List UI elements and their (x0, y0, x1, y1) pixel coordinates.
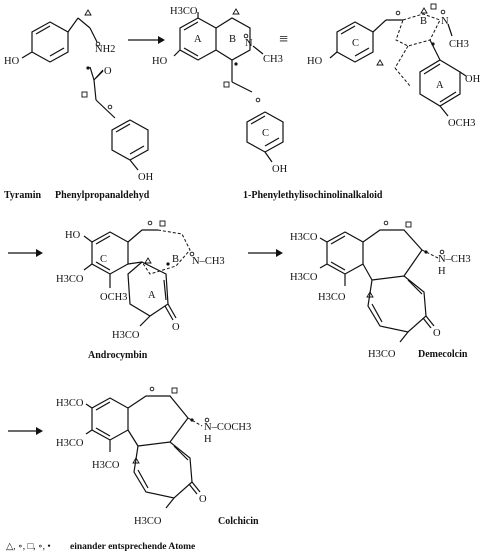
colchicin-hydrogen-label: H (204, 434, 212, 445)
folded-a-methoxy-label: OCH3 (448, 118, 475, 129)
caption-phenylpropanaldehyd: Phenylpropanaldehyd (55, 190, 150, 201)
legend-markers: △, ∘, □, ∘, • (6, 542, 51, 552)
demecolcin-methoxy-1-label: H3CO (290, 232, 318, 243)
androcymbin-ring-b-label: B (172, 254, 179, 265)
folded-n-methyl-label: CH3 (449, 39, 469, 50)
triangle-marker (376, 59, 384, 66)
reaction-arrow-4-head (36, 427, 43, 435)
triangle-marker (84, 9, 92, 16)
folded-hydroxyl-label: HO (307, 56, 323, 67)
reaction-arrow-2-head (36, 249, 43, 257)
square-marker (430, 3, 437, 10)
square-marker (405, 221, 412, 228)
folded-ring-b-label: B (420, 16, 427, 27)
filled-dot-marker (234, 62, 238, 66)
demecolcin-amine-label: N–CH3 (438, 254, 471, 265)
caption-demecolcin: Demecolcin (418, 349, 468, 360)
open-circle-marker (243, 33, 249, 39)
phenylpropanal-structure: O OH (81, 66, 154, 183)
open-circle-marker (147, 220, 153, 226)
square-marker (159, 220, 166, 227)
caption-tyramin: Tyramin (4, 190, 41, 201)
triangle-marker (132, 457, 140, 464)
isoquinoline-hydroxyl-label: HO (152, 56, 168, 67)
demecolcin-hydrogen-label: H (438, 266, 446, 277)
tyramine-amine-label: NH2 (95, 44, 115, 55)
triangle-marker (144, 257, 152, 264)
open-circle-marker (107, 104, 113, 110)
tyramine-hydroxyl-label: HO (4, 56, 20, 67)
folded-nitrogen-label: N (441, 16, 449, 27)
square-marker (171, 387, 178, 394)
demecolcin-methoxy-3-label: H3CO (318, 292, 346, 303)
tyramine-structure: HO NH2 (4, 9, 115, 67)
triangle-marker (420, 7, 428, 14)
isoquinoline-structure: A B N CH3 H3CO HO C OH (152, 6, 288, 175)
square-marker (223, 81, 230, 88)
androcymbin-structure: C HO H3CO OCH3 B N–CH3 A O H3CO (56, 220, 225, 341)
demecolcin-methoxy-4-label: H3CO (368, 349, 396, 360)
androcymbin-hydroxyl-label: HO (65, 230, 81, 241)
folded-ring-c-label: C (352, 38, 359, 49)
androcymbin-methoxy-2-label: OCH3 (100, 292, 127, 303)
open-circle-marker (204, 417, 210, 423)
caption-isoquinoline: 1-Phenylethylisochinolinalkaloid (243, 190, 383, 201)
androcymbin-ketone-label: O (172, 322, 180, 333)
androcymbin-ring-a-label: A (148, 290, 156, 301)
caption-androcymbin: Androcymbin (88, 350, 148, 361)
nitrogen-label: N (245, 38, 253, 49)
aldehyde-oxygen-label: O (104, 66, 112, 77)
filled-dot-marker (86, 66, 90, 70)
open-circle-marker (149, 386, 155, 392)
androcymbin-ring-c-label: C (100, 254, 107, 265)
filled-dot-marker (424, 250, 428, 254)
open-circle-marker (255, 97, 261, 103)
demecolcin-structure: H3CO H3CO H3CO O H3CO N–CH3 H (290, 220, 471, 360)
ring-a-label: A (194, 34, 202, 45)
reaction-arrow-1-head (158, 36, 165, 44)
triangle-marker (366, 291, 374, 298)
equivalence-sign: ≡ (279, 31, 288, 48)
colchicin-ketone-label: O (199, 494, 207, 505)
colchicin-methoxy-3-label: H3CO (92, 460, 120, 471)
colchicin-methoxy-4-label: H3CO (134, 516, 162, 527)
androcymbin-methoxy-3-label: H3CO (112, 330, 140, 341)
androcymbin-amine-label: N–CH3 (192, 256, 225, 267)
folded-ring-a-label: A (436, 80, 444, 91)
open-circle-marker (189, 251, 195, 257)
ring-b-label: B (229, 34, 236, 45)
filled-dot-marker (190, 418, 194, 422)
methoxy-label: H3CO (170, 6, 198, 17)
isoquinoline-c-hydroxyl-label: OH (272, 164, 288, 175)
ring-c-label: C (262, 128, 269, 139)
open-circle-marker (439, 249, 445, 255)
open-circle-marker (440, 9, 446, 15)
androcymbin-methoxy-1-label: H3CO (56, 274, 84, 285)
colchicin-methoxy-2-label: H3CO (56, 438, 84, 449)
colchicin-acetamide-label: N–COCH3 (204, 422, 251, 433)
square-marker (81, 91, 88, 98)
isoquinoline-folded-structure: C HO B N CH3 A OH OCH3 (307, 3, 481, 129)
open-circle-marker (395, 10, 401, 16)
folded-a-hydroxyl-label: OH (465, 74, 481, 85)
filled-dot-marker (431, 42, 435, 46)
reaction-arrow-3-head (276, 249, 283, 257)
colchicin-methoxy-1-label: H3CO (56, 398, 84, 409)
open-circle-marker (383, 220, 389, 226)
legend-text: einander entsprechende Atome (70, 542, 195, 552)
filled-dot-marker (166, 262, 170, 266)
demecolcin-ketone-label: O (433, 328, 441, 339)
demecolcin-methoxy-2-label: H3CO (290, 272, 318, 283)
open-circle-marker (95, 41, 101, 47)
triangle-marker (232, 8, 240, 15)
colchicin-structure: H3CO H3CO H3CO O H3CO N–COCH3 H (56, 386, 251, 527)
n-methyl-label: CH3 (263, 54, 283, 65)
propanal-hydroxyl-label: OH (138, 172, 154, 183)
caption-colchicin: Colchicin (218, 516, 259, 527)
